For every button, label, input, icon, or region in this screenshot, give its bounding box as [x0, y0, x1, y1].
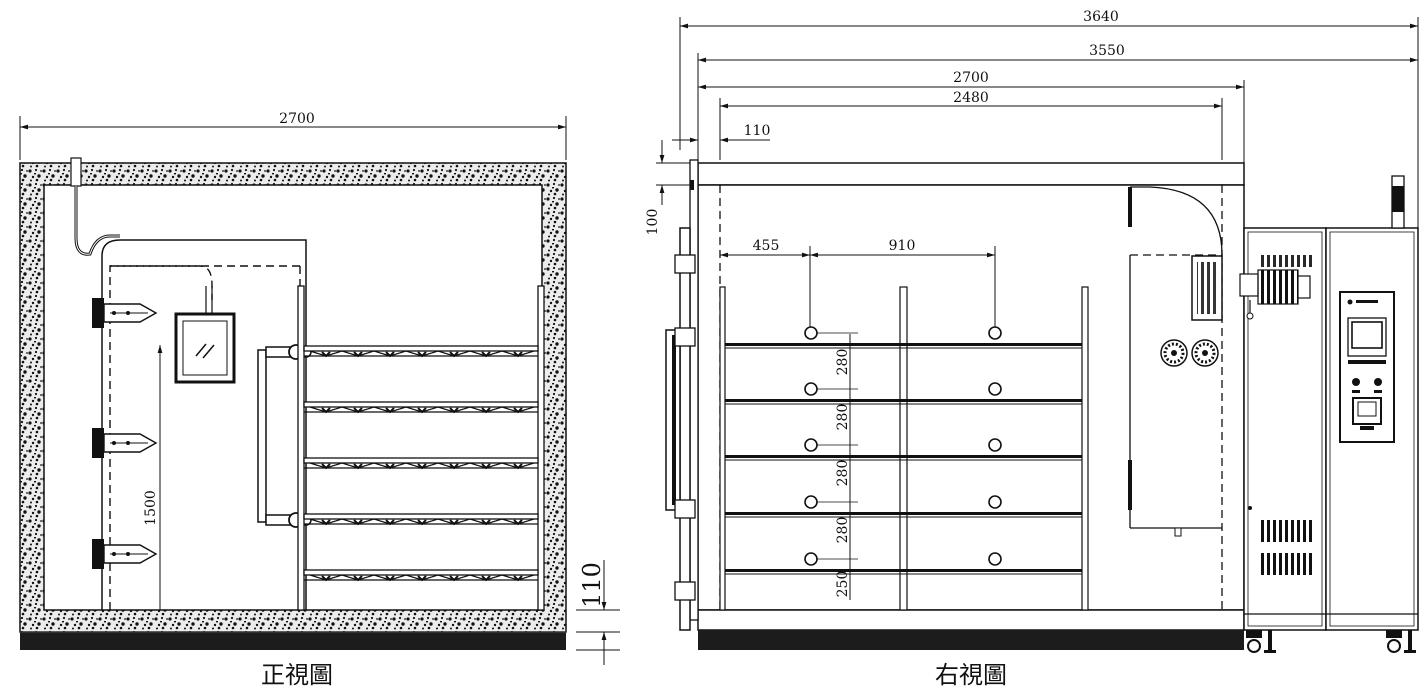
rack-frame [297, 285, 545, 611]
pitch-label-1: 280 [835, 349, 851, 376]
col1-label: 455 [753, 238, 780, 254]
front-height-label: 1500 [143, 490, 159, 526]
front-shelf-1 [303, 345, 539, 358]
right-chamber-label: 2700 [953, 70, 989, 86]
casters [1246, 630, 1416, 653]
right-shelf-1 [725, 326, 1082, 349]
right-shelf-4 [725, 495, 1082, 518]
shelf-pitch-labels: 280 280 280 280 250 [835, 334, 851, 600]
pitch-label-2: 280 [835, 404, 851, 431]
front-width-dimension: 2700 [19, 111, 567, 160]
viewing-window [174, 286, 236, 384]
col2-label: 910 [889, 238, 916, 254]
fan-grilles [1160, 339, 1219, 367]
right-rack-frame [719, 286, 1089, 611]
right-shelf-5 [725, 552, 1082, 575]
hinge-middle [92, 428, 158, 458]
pitch-label-4: 280 [835, 517, 851, 544]
air-duct [1128, 186, 1223, 537]
right-body-label: 3550 [1089, 43, 1125, 59]
front-shelf-2 [303, 401, 539, 414]
right-top-label: 100 [645, 209, 661, 236]
right-total-label: 3640 [1083, 9, 1119, 25]
right-view: 3640 3550 2700 2480 110 100 [645, 9, 1419, 689]
hinge-bottom [92, 539, 158, 569]
front-height-dimension: 1500 [143, 345, 163, 610]
right-inner-label: 2480 [953, 90, 989, 106]
front-width-label: 2700 [279, 111, 315, 127]
right-view-caption: 右視圖 [935, 661, 1007, 689]
machine-cabinet [1239, 175, 1419, 653]
hinge-top [92, 298, 158, 328]
front-shelf-4 [303, 513, 539, 526]
hinges [92, 298, 158, 569]
column-dimensions: 455 910 [720, 238, 996, 330]
front-shelf-5 [303, 569, 539, 582]
front-base [20, 632, 566, 650]
front-view: 2700 [19, 111, 620, 689]
right-shelf-3 [725, 438, 1082, 461]
right-shelf-2 [725, 382, 1082, 405]
front-view-caption: 正視圖 [261, 661, 333, 689]
right-door-label: 110 [744, 123, 771, 139]
front-shelves [303, 345, 539, 582]
front-shelf-3 [303, 457, 539, 470]
chamber-body [697, 162, 1245, 650]
right-dimensions: 3640 3550 2700 2480 110 100 [645, 9, 1419, 236]
pitch-label-3: 280 [835, 460, 851, 487]
ceiling-cable [70, 157, 120, 256]
right-shelves [725, 326, 1082, 575]
front-base-label: 110 [578, 562, 606, 608]
pitch-label-5: 250 [835, 571, 851, 598]
front-base-dimension: 110 [576, 560, 620, 665]
door-profile [665, 159, 699, 631]
